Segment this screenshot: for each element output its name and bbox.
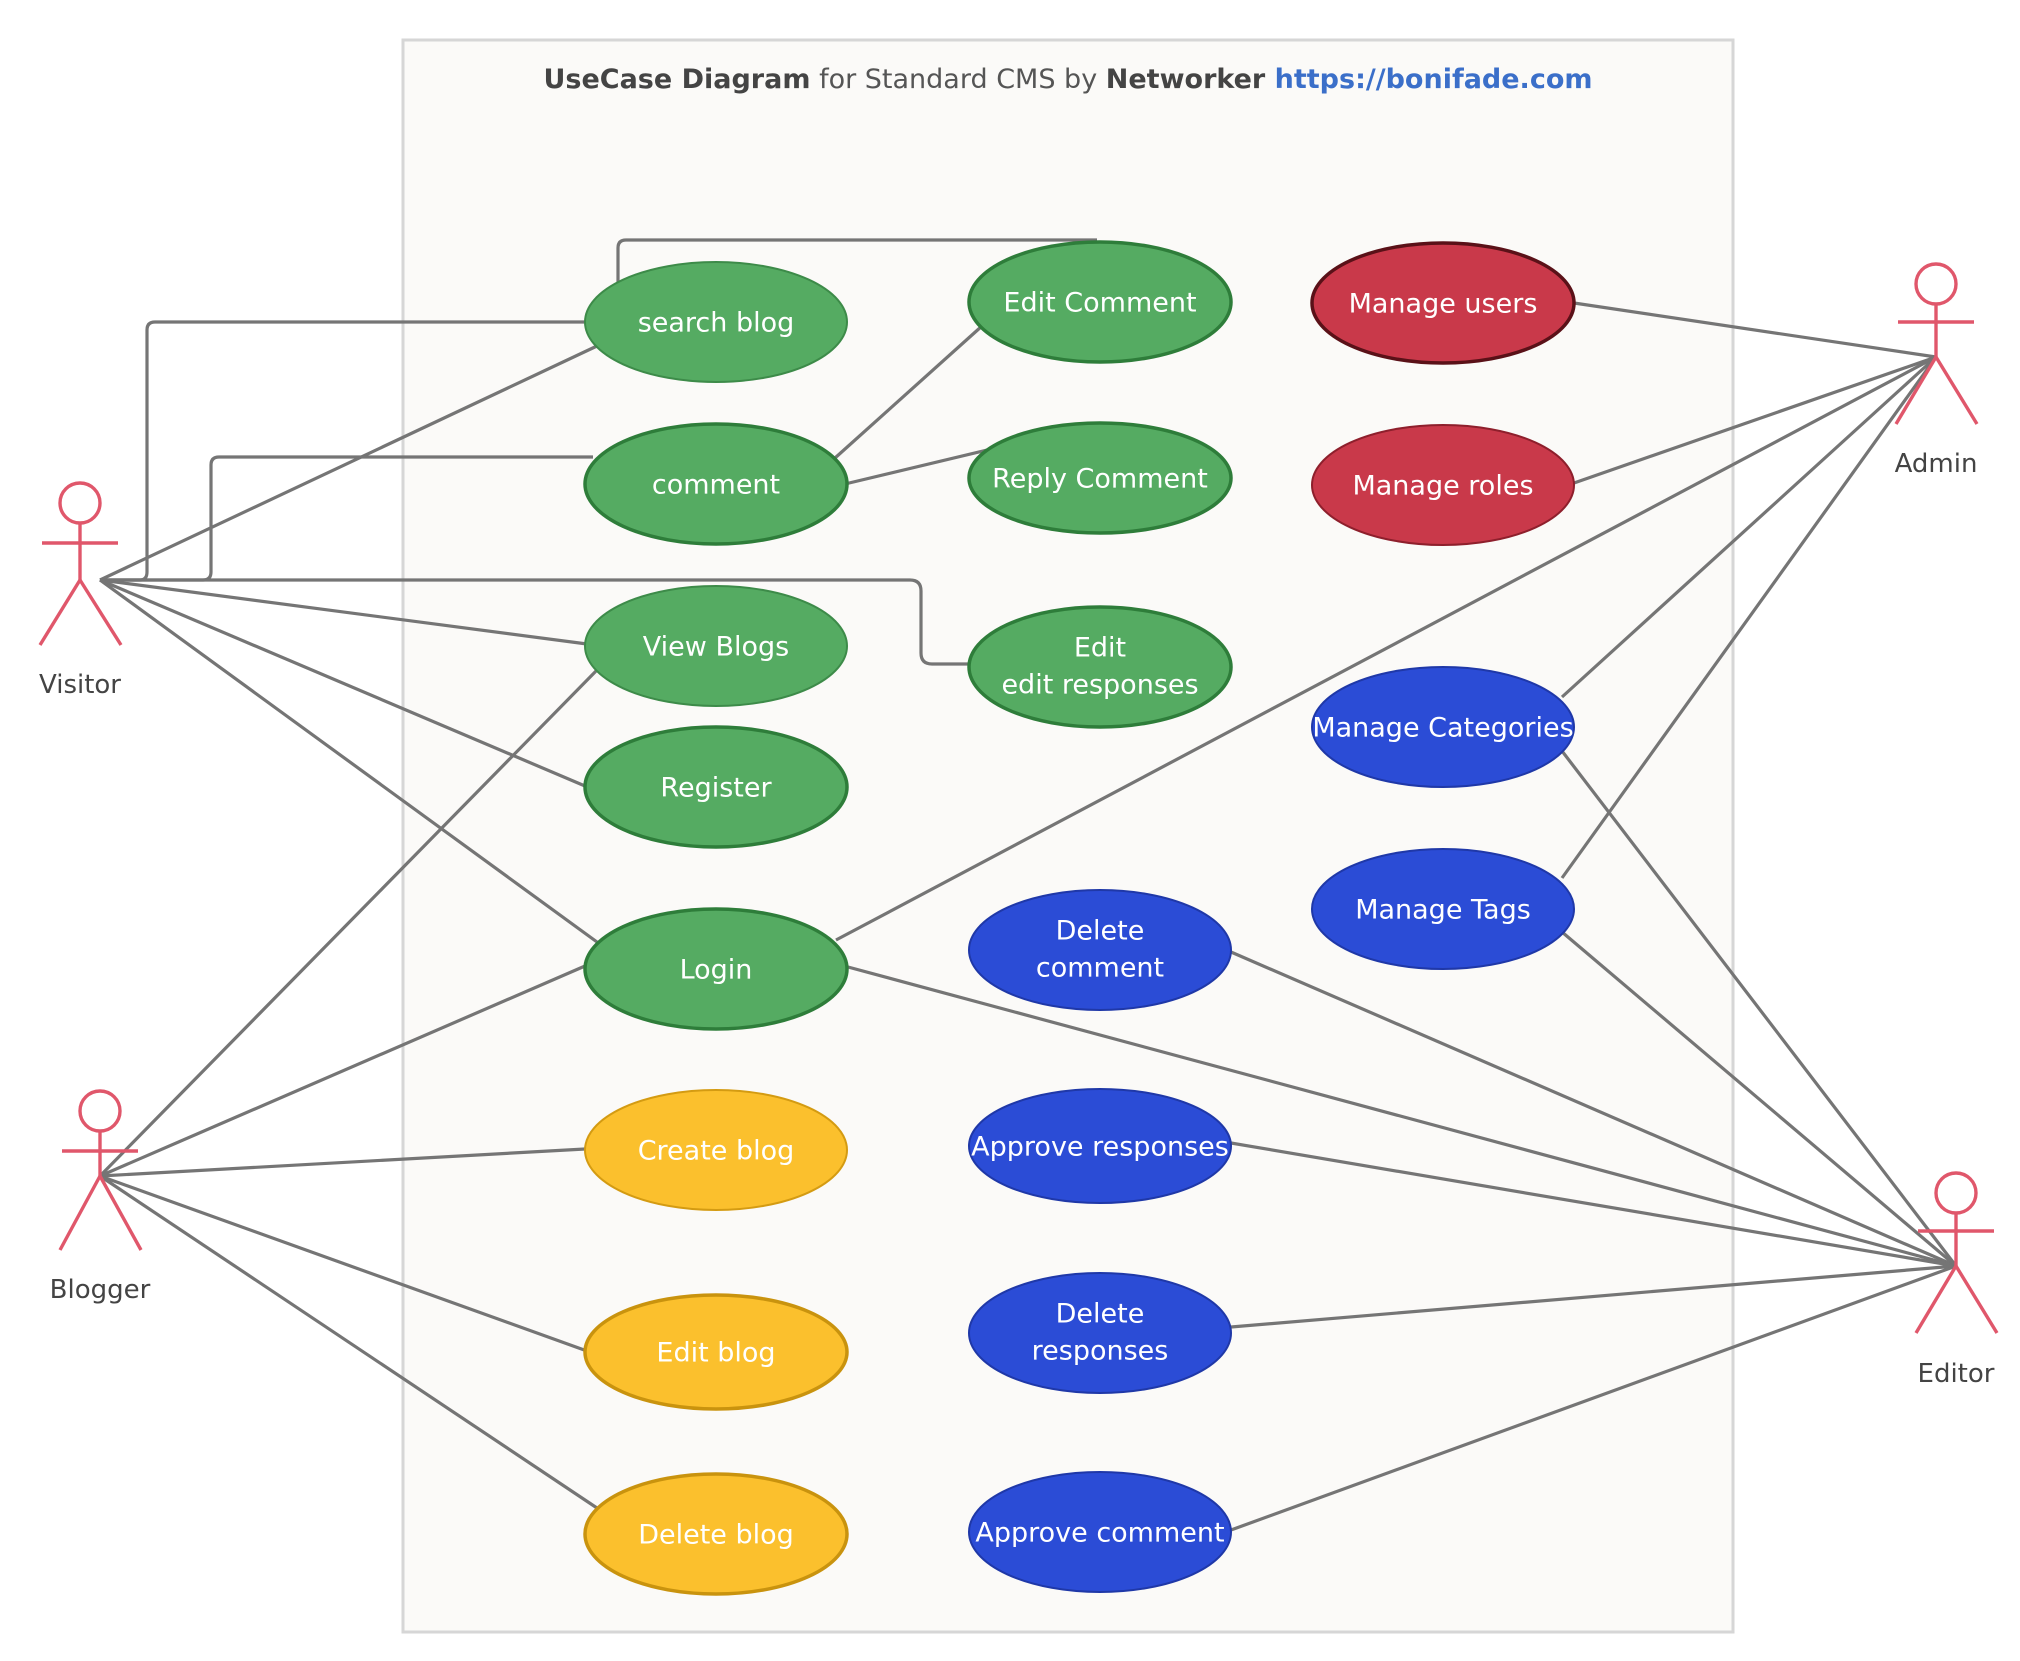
usecase-manage-tags[interactable]: Manage Tags [1311,848,1575,970]
usecase-comment[interactable]: comment [583,422,849,546]
usecase-create-blog-label: Create blog [638,1136,795,1167]
usecase-delete-responses-label-2: responses [1032,1336,1169,1367]
actor-visitor-icon [38,481,123,646]
assoc-visitor-edit-responses [100,578,968,666]
assoc-visitor-register [99,578,586,788]
usecase-approve-responses[interactable]: Approve responses [968,1088,1232,1204]
usecase-reply-comment-label: Reply Comment [992,464,1208,495]
usecase-approve-responses-label: Approve responses [971,1132,1229,1163]
usecase-approve-comment[interactable]: Approve comment [968,1471,1232,1593]
actor-admin[interactable]: Admin [1894,262,1979,479]
assoc-visitor-login [99,578,598,944]
assoc-editor-manage-categories [1560,750,1958,1267]
usecase-delete-comment-label-2: comment [1036,953,1164,984]
assoc-admin-manage-tags [1560,356,1938,879]
assoc-editor-approve-responses [1230,1141,1957,1268]
actor-admin-label: Admin [1895,449,1978,479]
assoc-visitor-search-blog [99,344,598,582]
usecase-register[interactable]: Register [583,725,849,849]
usecase-manage-users[interactable]: Manage users [1310,241,1576,365]
assoc-comment-edit-comment [833,324,984,460]
assoc-editor-login [847,965,1957,1268]
usecase-delete-responses[interactable]: Delete responses [968,1272,1232,1394]
assoc-blogger-login [99,964,586,1178]
assoc-blogger-view-blogs [98,668,599,1178]
assoc-admin-manage-roles [1573,355,1937,485]
usecase-view-blogs[interactable]: View Blogs [584,585,848,707]
usecase-comment-label: comment [652,470,780,501]
assoc-admin-manage-categories [1560,355,1938,699]
usecase-edit-comment-label: Edit Comment [1003,288,1196,319]
usecase-delete-comment[interactable]: Delete comment [968,889,1232,1011]
usecase-manage-users-label: Manage users [1349,289,1538,320]
usecase-approve-comment-label: Approve comment [975,1518,1224,1549]
assoc-editor-delete-comment [1230,950,1957,1268]
assoc-editor-approve-comment [1230,1264,1957,1532]
assoc-blogger-create-blog [99,1147,586,1178]
assoc-editor-manage-tags [1560,930,1958,1268]
usecase-manage-tags-label: Manage Tags [1355,895,1531,926]
actor-blogger-label: Blogger [50,1275,151,1305]
associations [98,238,1958,1532]
usecase-delete-blog-label: Delete blog [638,1520,794,1551]
usecase-edit-comment[interactable]: Edit Comment [967,240,1233,364]
usecase-delete-comment-label-1: Delete [1056,916,1145,947]
assoc-blogger-edit-blog [99,1174,588,1353]
usecase-manage-roles-label: Manage roles [1352,471,1533,502]
usecase-create-blog[interactable]: Create blog [584,1089,848,1211]
usecase-login-label: Login [680,955,753,986]
actor-admin-icon [1894,262,1979,425]
diagram-title: UseCase Diagram for Standard CMS by Netw… [543,64,1592,95]
usecase-view-blogs-label: View Blogs [643,632,789,663]
usecase-edit-responses-label-1: Edit [1074,633,1126,664]
assoc-visitor-view-blogs [99,578,588,646]
actor-editor[interactable]: Editor [1914,1171,1999,1389]
usecase-delete-blog[interactable]: Delete blog [583,1472,849,1596]
actor-editor-icon [1914,1171,1999,1334]
usecase-manage-roles[interactable]: Manage roles [1311,424,1575,546]
usecase-reply-comment[interactable]: Reply Comment [967,421,1233,535]
assoc-admin-manage-users [1573,301,1937,359]
usecase-edit-blog-label: Edit blog [656,1338,775,1369]
actor-visitor[interactable]: Visitor [38,481,123,700]
assoc-admin-login [835,355,1937,942]
usecase-manage-categories-label: Manage Categories [1312,713,1573,744]
actor-editor-label: Editor [1918,1359,1995,1389]
usecase-manage-categories[interactable]: Manage Categories [1311,666,1575,788]
usecase-login[interactable]: Login [583,907,849,1031]
actor-blogger-icon [58,1089,143,1251]
usecase-edit-responses[interactable]: Edit edit responses [967,605,1233,729]
usecase-edit-responses-label-2: edit responses [1001,670,1198,701]
usecase-edit-blog[interactable]: Edit blog [583,1293,849,1411]
usecase-search-blog[interactable]: search blog [584,261,848,383]
assoc-editor-delete-responses [1230,1264,1957,1329]
usecase-search-blog-label: search blog [638,308,795,339]
assoc-blogger-delete-blog [99,1174,598,1510]
actor-visitor-label: Visitor [39,670,121,700]
usecase-register-label: Register [660,773,772,804]
usecase-delete-responses-label-1: Delete [1056,1299,1145,1330]
actor-blogger[interactable]: Blogger [50,1089,151,1305]
